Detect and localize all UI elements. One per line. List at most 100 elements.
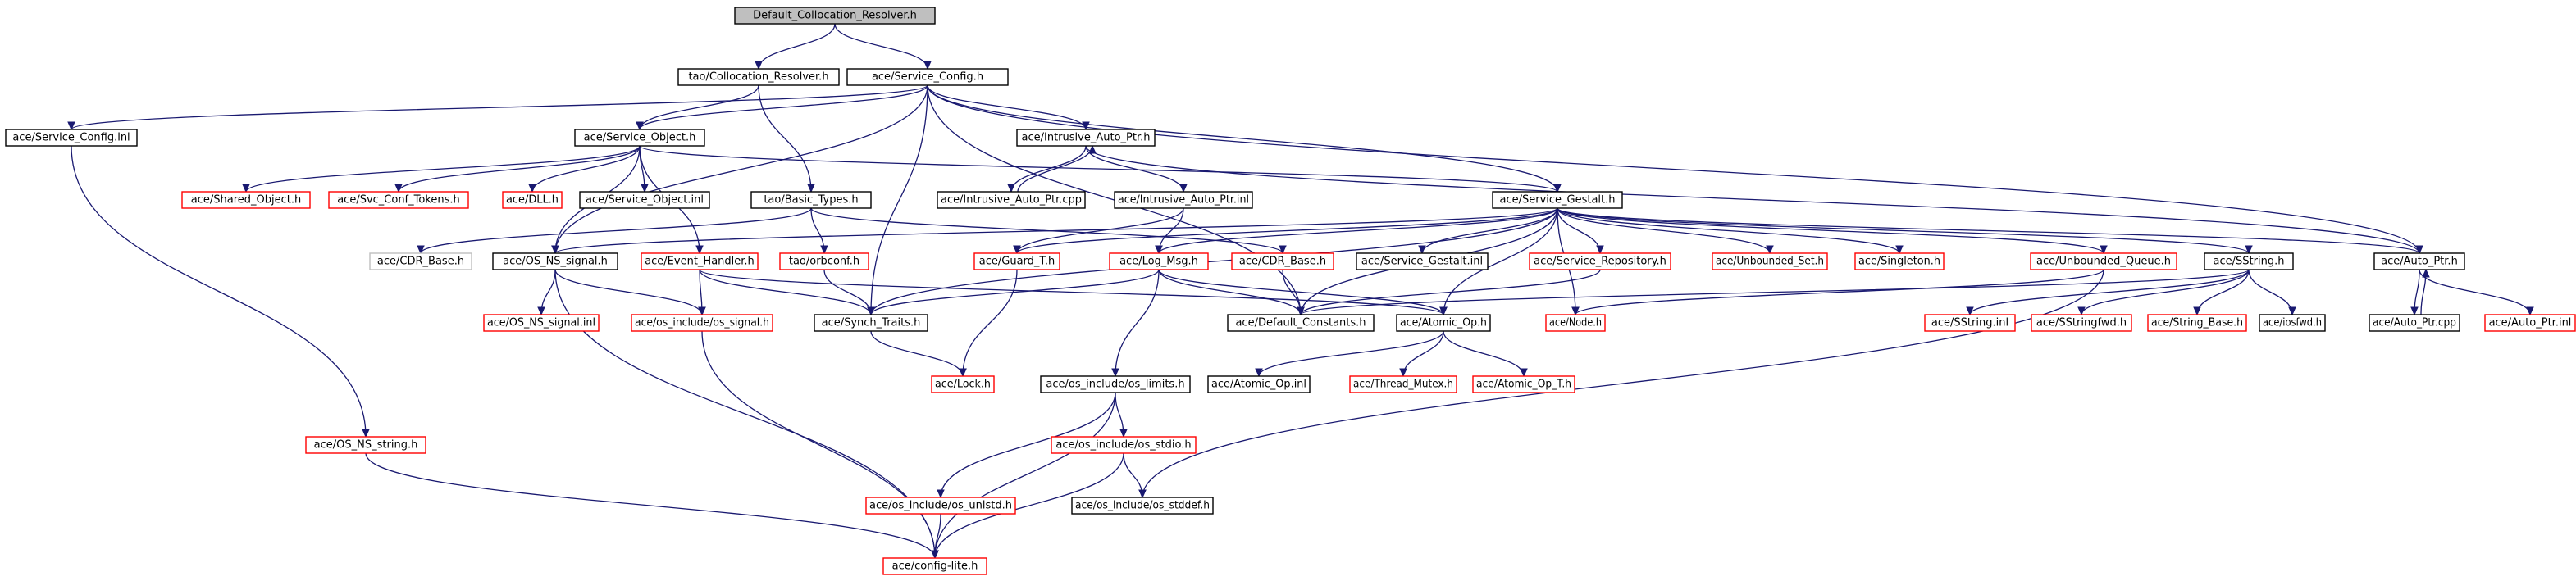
node-label: ace/String_Base.h — [2151, 317, 2243, 329]
node-label: ace/SString.h — [2214, 256, 2285, 268]
edge-ace-service-object-h-to-ace-service-gestalt-h — [639, 145, 1558, 193]
node-ace-string-base-h[interactable]: ace/String_Base.h — [2147, 314, 2247, 332]
node-tao-collocation-resolver-h[interactable]: tao/Collocation_Resolver.h — [677, 68, 840, 86]
node-ace-shared-object-h[interactable]: ace/Shared_Object.h — [181, 191, 311, 209]
edge-ace-service-gestalt-h-to-ace-sstring-h — [1557, 207, 2250, 254]
node-ace-service-gestalt-h[interactable]: ace/Service_Gestalt.h — [1492, 191, 1623, 209]
edge-ace-log-msg-h-to-ace-default-constants-h — [1158, 269, 1302, 315]
node-ace-service-repository-h[interactable]: ace/Service_Repository.h — [1529, 252, 1671, 270]
node-ace-event-handler-h[interactable]: ace/Event_Handler.h — [641, 252, 759, 270]
node-tao-basic-types-h[interactable]: tao/Basic_Types.h — [750, 191, 872, 209]
node-ace-intrusive-auto-ptr-h[interactable]: ace/Intrusive_Auto_Ptr.h — [1016, 129, 1156, 147]
node-ace-singleton-h[interactable]: ace/Singleton.h — [1854, 252, 1945, 270]
node-ace-os-ns-string-h[interactable]: ace/OS_NS_string.h — [305, 436, 426, 454]
node-box — [1492, 191, 1623, 209]
node-box — [1529, 252, 1671, 270]
graph-edges — [67, 23, 2534, 560]
node-label: ace/OS_NS_string.h — [314, 439, 418, 452]
node-box — [2484, 314, 2576, 332]
edge-arrowhead — [931, 550, 939, 560]
node-label: ace/iosfwd.h — [2263, 317, 2322, 329]
node-label: ace/Atomic_Op_T.h — [1476, 379, 1571, 391]
node-tao-orbconf-h[interactable]: tao/orbconf.h — [779, 252, 869, 270]
node-label: ace/Service_Gestalt.inl — [1361, 256, 1483, 268]
node-ace-os-include-os-stdio-h[interactable]: ace/os_include/os_stdio.h — [1051, 436, 1197, 454]
node-ace-sstring-h[interactable]: ace/SString.h — [2204, 252, 2294, 270]
node-label: ace/Guard_T.h — [979, 256, 1055, 268]
node-ace-os-include-os-signal-h[interactable]: ace/os_include/os_signal.h — [631, 314, 773, 332]
edge-ace-atomic-op-h-to-ace-atomic-op-t-h — [1443, 330, 1525, 377]
node-label: ace/Shared_Object.h — [191, 194, 301, 207]
node-ace-unbounded-queue-h[interactable]: ace/Unbounded_Queue.h — [2030, 252, 2177, 270]
edge-arrowhead — [2100, 245, 2108, 255]
node-ace-os-ns-signal-inl[interactable]: ace/OS_NS_signal.inl — [483, 314, 600, 332]
node-box — [1231, 252, 1334, 270]
node-ace-auto-ptr-h[interactable]: ace/Auto_Ptr.h — [2373, 252, 2465, 270]
node-ace-atomic-op-t-h[interactable]: ace/Atomic_Op_T.h — [1472, 375, 1575, 393]
node-box — [1472, 375, 1575, 393]
edge-ace-sstring-h-to-ace-sstring-inl — [1969, 269, 2250, 315]
node-ace-cdr-base-h[interactable]: ace/CDR_Base.h — [1231, 252, 1334, 270]
edge-arrowhead — [641, 184, 649, 193]
edge-default-collocation-resolver-h-to-ace-service-config-h — [834, 23, 928, 70]
node-ace-unbounded-set-h[interactable]: ace/Unbounded_Set.h — [1712, 252, 1828, 270]
node-ace-iosfwd-h[interactable]: ace/iosfwd.h — [2259, 314, 2326, 332]
node-ace-dll-h[interactable]: ace/DLL.h — [502, 191, 563, 209]
node-ace-service-gestalt-inl[interactable]: ace/Service_Gestalt.inl — [1356, 252, 1489, 270]
node-label: ace/Singleton.h — [1858, 256, 1940, 268]
node-box — [734, 7, 936, 25]
node-ace-node-h[interactable]: ace/Node.h — [1545, 314, 1606, 332]
edge-ace-unbounded-queue-h-to-ace-node-h — [1575, 269, 2104, 315]
node-box — [579, 191, 710, 209]
node-ace-lock-h[interactable]: ace/Lock.h — [931, 375, 995, 393]
node-ace-sstringfwd-h[interactable]: ace/SStringfwd.h — [2031, 314, 2132, 332]
edge-arrowhead — [1279, 245, 1287, 255]
node-label: ace/Lock.h — [935, 379, 991, 391]
node-ace-os-include-os-stddef-h[interactable]: ace/os_include/os_stddef.h — [1071, 497, 1214, 515]
edge-arrowhead — [1111, 368, 1119, 378]
edge-ace-sstring-h-to-ace-sstringfwd-h — [2081, 269, 2250, 315]
node-ace-service-config-inl[interactable]: ace/Service_Config.inl — [5, 129, 138, 147]
edge-arrowhead — [2410, 306, 2419, 316]
edge-arrowhead — [1439, 306, 1448, 316]
node-ace-synch-traits-h[interactable]: ace/Synch_Traits.h — [814, 314, 928, 332]
edge-arrowhead — [242, 184, 250, 193]
node-default-collocation-resolver-h[interactable]: Default_Collocation_Resolver.h — [734, 7, 936, 25]
node-ace-sstring-inl[interactable]: ace/SString.inl — [1924, 314, 2016, 332]
node-ace-auto-ptr-inl[interactable]: ace/Auto_Ptr.inl — [2484, 314, 2576, 332]
edge-arrowhead — [1418, 245, 1426, 255]
node-ace-os-ns-signal-h[interactable]: ace/OS_NS_signal.h — [492, 252, 618, 270]
edge-arrowhead — [1155, 245, 1163, 255]
edge-arrowhead — [1966, 306, 1974, 316]
node-ace-auto-ptr-cpp[interactable]: ace/Auto_Ptr.cpp — [2369, 314, 2460, 332]
edge-ace-service-config-h-to-ace-intrusive-auto-ptr-h — [927, 84, 1087, 130]
node-box — [937, 191, 1086, 209]
node-ace-svc-conf-tokens-h[interactable]: ace/Svc_Conf_Tokens.h — [328, 191, 469, 209]
node-ace-service-object-inl[interactable]: ace/Service_Object.inl — [579, 191, 710, 209]
node-box — [779, 252, 869, 270]
node-ace-service-object-h[interactable]: ace/Service_Object.h — [574, 129, 705, 147]
node-label: ace/Service_Gestalt.h — [1499, 194, 1615, 207]
node-ace-log-msg-h[interactable]: ace/Log_Msg.h — [1109, 252, 1209, 270]
node-ace-thread-mutex-h[interactable]: ace/Thread_Mutex.h — [1349, 375, 1457, 393]
node-ace-default-constants-h[interactable]: ace/Default_Constants.h — [1227, 314, 1375, 332]
edge-ace-service-gestalt-h-to-ace-os-ns-signal-h — [554, 207, 1558, 254]
edge-arrowhead — [1138, 489, 1147, 499]
node-box — [369, 252, 472, 270]
node-box — [1227, 314, 1375, 332]
node-ace-os-include-os-limits-h[interactable]: ace/os_include/os_limits.h — [1040, 375, 1191, 393]
node-box — [502, 191, 563, 209]
edge-ace-guard-t-h-to-ace-lock-h — [962, 269, 1018, 377]
node-ace-config-lite-h[interactable]: ace/config-lite.h — [882, 557, 987, 575]
node-ace-service-config-h[interactable]: ace/Service_Config.h — [846, 68, 1009, 86]
node-ace-atomic-op-h[interactable]: ace/Atomic_Op.h — [1396, 314, 1491, 332]
node-ace-intrusive-auto-ptr-inl[interactable]: ace/Intrusive_Auto_Ptr.inl — [1114, 191, 1253, 209]
node-box — [2031, 314, 2132, 332]
node-ace-atomic-op-inl[interactable]: ace/Atomic_Op.inl — [1207, 375, 1311, 393]
edge-ace-service-gestalt-h-to-ace-guard-t-h — [1016, 207, 1558, 254]
node-ace-guard-t-h[interactable]: ace/Guard_T.h — [973, 252, 1060, 270]
node-label: ace/Event_Handler.h — [645, 256, 755, 268]
node-ace-os-include-os-unistd-h[interactable]: ace/os_include/os_unistd.h — [865, 497, 1016, 515]
node-ace-intrusive-auto-ptr-cpp[interactable]: ace/Intrusive_Auto_Ptr.cpp — [937, 191, 1086, 209]
edge-arrowhead — [636, 121, 644, 131]
